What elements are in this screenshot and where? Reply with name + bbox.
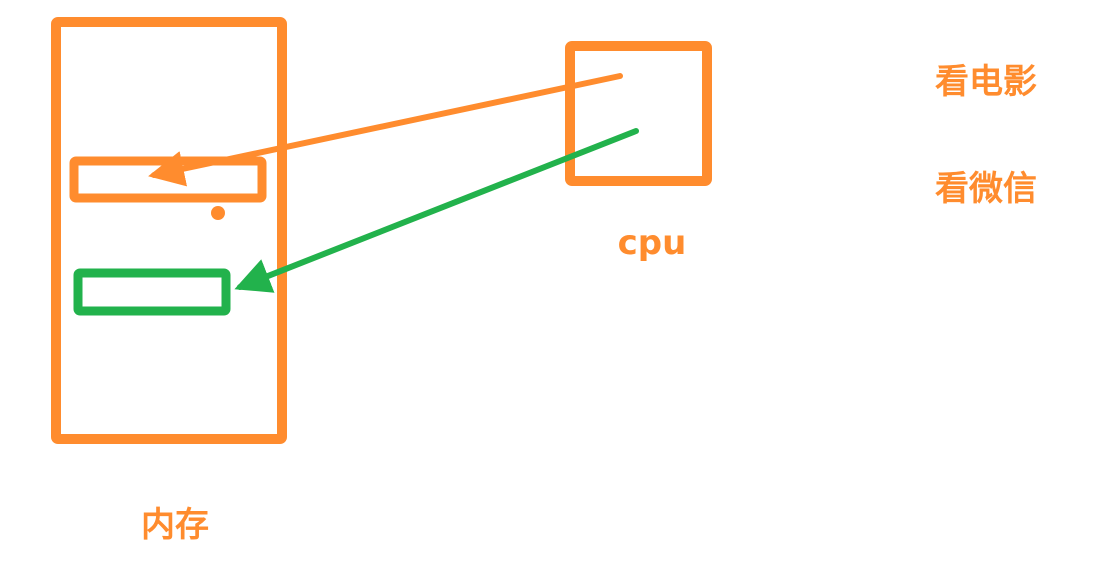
cpu-label: cpu [618,223,687,263]
memory-segment-wechat [73,268,231,316]
task-movie-label: 看电影 [935,62,1037,102]
cpu-to-wechat-arrow [234,128,639,293]
memory-segment-dot [211,206,225,220]
memory-label: 内存 [141,505,209,545]
task-wechat-label: 看微信 [935,169,1037,209]
memory-segment-movie [69,156,267,203]
cpu-to-movie-arrow [148,73,623,187]
cpu-box [565,41,712,186]
memory-box [51,17,287,444]
